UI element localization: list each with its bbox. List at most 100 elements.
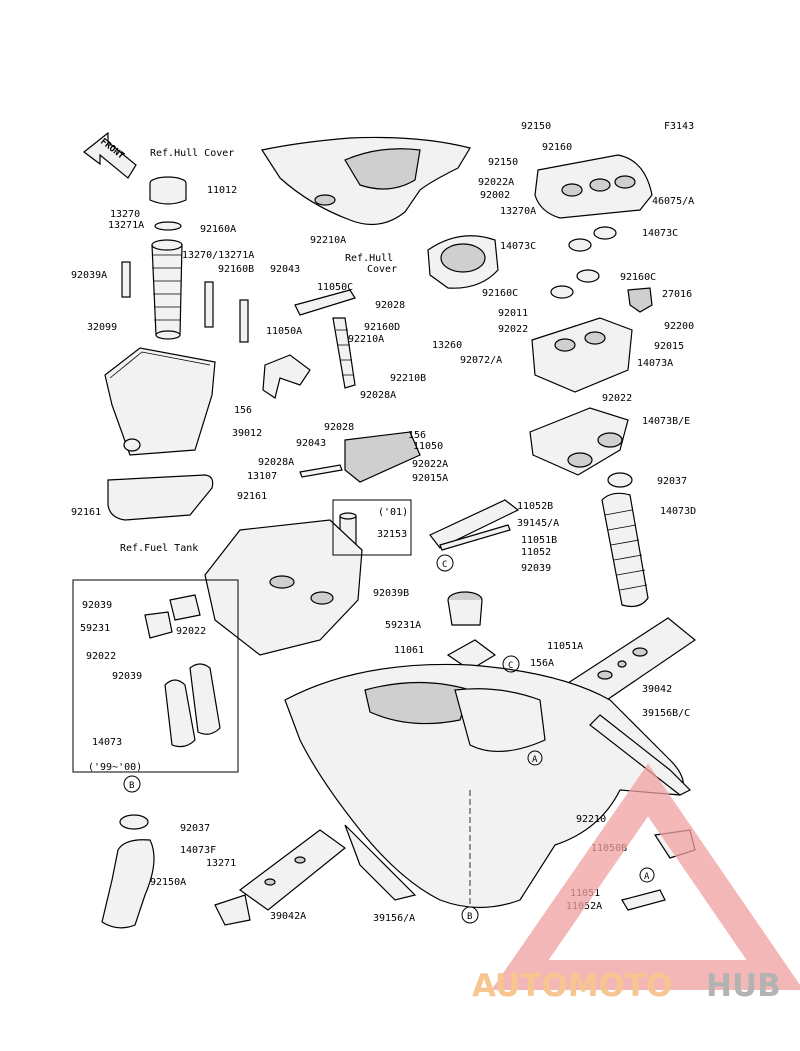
part-label: 11052B xyxy=(517,501,553,512)
callout-b-top: B xyxy=(129,781,134,791)
callout-b-bottom: B xyxy=(467,912,472,922)
part-label: 13271A xyxy=(108,220,144,231)
part-label: 11061 xyxy=(394,645,424,656)
part-label: 11050C xyxy=(317,282,353,293)
bracket-13271-drawing xyxy=(214,894,251,926)
filler-tube-drawing xyxy=(151,239,183,340)
duct-14073f-drawing xyxy=(101,839,155,929)
ref-hull-cover-top-label: Ref.Hull Cover xyxy=(150,148,234,159)
part-label: 14073D xyxy=(660,506,696,517)
part-label: 92039 xyxy=(82,600,112,611)
part-label: 92210B xyxy=(390,373,426,384)
front-arrow-icon: FRONT xyxy=(83,131,137,179)
part-label: 92022 xyxy=(86,651,116,662)
inset-01-label: ('01) xyxy=(378,507,408,518)
part-label: 92043 xyxy=(270,264,300,275)
part-label: 14073C xyxy=(500,241,536,252)
part-label: 13107 xyxy=(247,471,277,482)
part-label: 59231 xyxy=(80,623,110,634)
part-label: 27016 xyxy=(662,289,692,300)
part-label: 92011 xyxy=(498,308,528,319)
part-label: 92039 xyxy=(112,671,142,682)
hull-cover-drawing xyxy=(261,136,471,226)
grate-39042a-drawing xyxy=(238,829,346,911)
part-label: 92037 xyxy=(657,476,687,487)
bracket-11050a-drawing xyxy=(262,354,311,399)
strip-13270-drawing xyxy=(121,261,131,298)
part-label: 92043 xyxy=(296,438,326,449)
part-label: 13270 xyxy=(110,209,140,220)
strip-92160b-drawing xyxy=(239,299,249,343)
part-label: 92160C xyxy=(620,272,656,283)
part-label: 92072/A xyxy=(460,355,502,366)
strip-39156b-drawing xyxy=(589,714,692,796)
damper-drawing xyxy=(332,317,356,389)
ring-14073c-b-drawing xyxy=(593,226,617,240)
gasket-92161-drawing xyxy=(107,474,214,521)
ref-hull-cover-mid-label-1: Ref.Hull xyxy=(345,253,393,264)
part-label: 92150 xyxy=(521,121,551,132)
watermark-text-2: HUB xyxy=(706,968,781,1004)
clamp-92037-drawing xyxy=(607,472,633,488)
ring-92160c-b-drawing xyxy=(550,285,574,299)
part-label: 59231A xyxy=(385,620,421,631)
part-label: 14073A xyxy=(637,358,673,369)
part-label: 32153 xyxy=(377,529,407,540)
part-label: 14073C xyxy=(642,228,678,239)
storage-box-drawing xyxy=(104,347,216,456)
part-label: 92022A xyxy=(412,459,448,470)
hull-cover-mid-drawing xyxy=(427,235,499,289)
bracket-11052a-drawing xyxy=(621,889,666,911)
part-label: 92039 xyxy=(521,563,551,574)
part-label: 92200 xyxy=(664,321,694,332)
part-label: 92160B xyxy=(218,264,254,275)
part-label: 92160A xyxy=(200,224,236,235)
callout-circle-c-right xyxy=(502,655,520,673)
part-label: 11050A xyxy=(266,326,302,337)
part-label: 92210A xyxy=(348,334,384,345)
part-label: 92161 xyxy=(237,491,267,502)
part-label: 11051A xyxy=(547,641,583,652)
cover-plate-46075-drawing xyxy=(534,154,653,219)
clamp-92037-lower-drawing xyxy=(119,814,149,830)
strip-39156-drawing xyxy=(344,824,417,901)
part-label: 92028A xyxy=(360,390,396,401)
callout-a-bracket: A xyxy=(644,872,650,882)
part-label: 11051B xyxy=(521,535,557,546)
inset-99-00-label: ('99~'00) xyxy=(88,762,142,773)
inset-box-01 xyxy=(332,499,412,556)
part-label: 92150 xyxy=(488,157,518,168)
part-label: 39042A xyxy=(270,911,306,922)
callout-c-right: C xyxy=(508,661,513,671)
part-label: 92160 xyxy=(542,142,572,153)
part-label: 92150A xyxy=(150,877,186,888)
part-label: 13260 xyxy=(432,340,462,351)
part-label: 92022 xyxy=(176,626,206,637)
part-label: 92022 xyxy=(602,393,632,404)
part-label: 11050 xyxy=(413,441,443,452)
callout-circle-b-top xyxy=(123,775,141,793)
ref-fuel-tank-label: Ref.Fuel Tank xyxy=(120,543,198,554)
part-label: 14073F xyxy=(180,845,216,856)
part-label: 92037 xyxy=(180,823,210,834)
pin-13107-drawing xyxy=(299,464,343,478)
part-label: 11052 xyxy=(521,547,551,558)
part-label: 92022 xyxy=(498,324,528,335)
inset-parts-drawing xyxy=(144,594,221,748)
callout-circle-c-left xyxy=(436,554,454,572)
part-label: 92028 xyxy=(375,300,405,311)
part-label: 92210 xyxy=(576,814,606,825)
part-label: 39042 xyxy=(642,684,672,695)
part-label: 39145/A xyxy=(517,518,559,529)
part-label: 13271 xyxy=(206,858,236,869)
part-label: 32099 xyxy=(87,322,117,333)
rail-39145-drawing xyxy=(429,499,520,549)
rail-39145-b-drawing xyxy=(439,524,511,551)
part-label: 92022A xyxy=(478,177,514,188)
part-label: 156 xyxy=(234,405,252,416)
part-label: 39156B/C xyxy=(642,708,690,719)
cap-drawing xyxy=(149,176,187,231)
duct-14073d-drawing xyxy=(601,492,649,608)
grate-39042-drawing xyxy=(563,617,697,709)
